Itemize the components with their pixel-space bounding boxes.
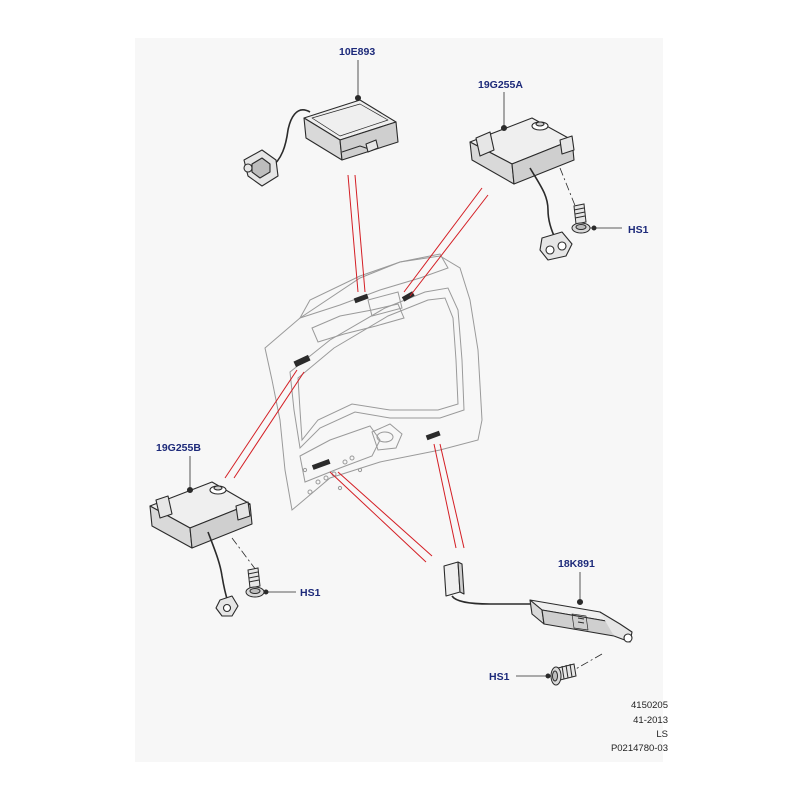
screw-hs1-right [571,203,622,234]
tailgate-panel [264,253,483,511]
screw-hs1-left [245,567,296,598]
part-10e893-module [243,94,399,187]
mounting-points [293,291,441,470]
lead-lines [224,174,489,563]
part-19g255b-module [149,481,257,617]
reference-line-2: 41-2013 [633,715,668,726]
label-19g255a: 19G255A [478,79,523,91]
label-18k891: 18K891 [558,558,595,570]
part-18k891-switch [443,561,633,671]
label-hs1-right: HS1 [628,224,649,236]
label-hs1-bottom: HS1 [489,671,510,683]
reference-line-1: 4150205 [631,700,668,711]
label-hs1-left: HS1 [300,587,321,599]
part-19g255a-module [469,117,585,261]
label-19g255b: 19G255B [156,442,201,454]
reference-line-3: LS [656,729,668,740]
screw-hs1-bottom [516,663,577,686]
label-10e893: 10E893 [339,46,375,58]
label-leaders [189,60,581,600]
diagram-background [135,38,663,762]
reference-line-4: P0214780-03 [610,743,668,754]
